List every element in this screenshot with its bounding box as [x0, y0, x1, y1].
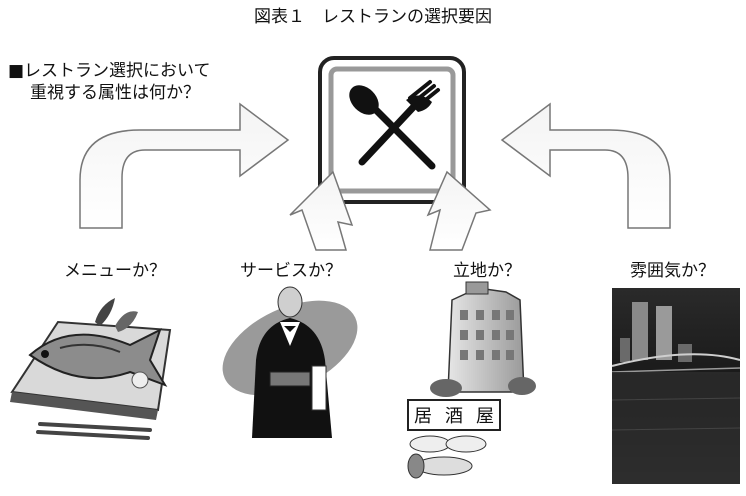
- diagram-title: 図表１ レストランの選択要因: [254, 7, 492, 27]
- left-curved-arrow: [79, 102, 290, 229]
- izakaya-sign-char-3: 屋: [476, 406, 494, 427]
- building-izakaya-image: 居 酒 屋: [407, 281, 536, 479]
- izakaya-sign-char-2: 酒: [445, 406, 463, 427]
- factor-label-menu: メニューか？: [64, 261, 166, 281]
- factor-label-location: 立地か？: [453, 261, 521, 281]
- fish-dish-image: [10, 298, 172, 440]
- factor-label-ambience: 雰囲気か？: [630, 261, 715, 281]
- right-curved-arrow: [500, 102, 671, 229]
- question-line-2: 重視する属性は何か？: [30, 83, 200, 103]
- center-right-arrow: [426, 170, 492, 251]
- restaurant-sign-icon: [318, 56, 466, 204]
- fork-icon: [358, 80, 440, 166]
- night-city-image: [611, 288, 741, 484]
- factor-label-service: サービスか？: [240, 261, 342, 281]
- spoon-icon: [349, 85, 436, 170]
- question-line-1: ■レストラン選択において: [8, 61, 211, 81]
- center-left-arrow: [289, 170, 354, 251]
- izakaya-sign-char-1: 居: [414, 406, 432, 427]
- waiter-image: [222, 286, 358, 438]
